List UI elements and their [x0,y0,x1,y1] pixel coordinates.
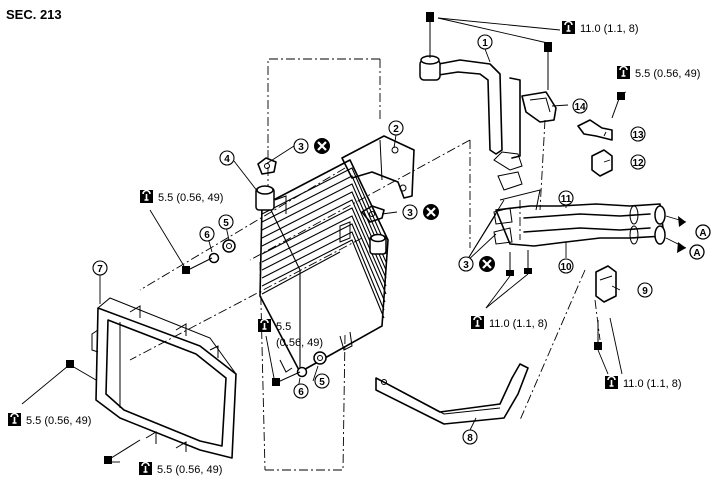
oil-cooler-frame [91,297,237,459]
callout-8: 8 [467,433,473,444]
callout-7: 7 [97,264,103,275]
torque-right-upper: 5.5 (0.56, 49) [635,68,700,80]
torque-wrench-icon [138,461,153,476]
callout-4: 4 [224,154,230,165]
callout-3-top: 3 [298,142,304,153]
mount-upper-left [182,239,236,274]
torque-mid-line2: (0.56, 49) [276,337,323,349]
callout-14: 14 [574,102,586,113]
tube-clamp-14 [521,42,557,123]
callout-6-upper: 6 [204,230,210,241]
torque-bottom: 5.5 (0.56, 49) [157,464,222,476]
connector-a-upper-label: A [699,228,706,239]
torque-specs: 11.0 (1.1, 8) 5.5 (0.56, 49) 5.5 (0.56, … [7,20,700,476]
bolt-right-upper [611,92,625,119]
callout-9: 9 [642,286,648,297]
do-not-reuse-icon [477,254,497,274]
torque-left-lower: 5.5 (0.56, 49) [26,415,91,427]
callout-13: 13 [632,130,644,141]
callout-5-upper: 5 [223,218,229,229]
torque-wrench-icon [616,65,631,80]
callout-11: 11 [561,194,572,205]
do-not-reuse-icon [312,136,332,156]
leader-lines [21,17,627,463]
alignment-lines [129,58,601,471]
torque-left-upper: 5.5 (0.56, 49) [158,192,223,204]
tube-bracket-9 [594,265,617,350]
torque-wrench-icon [604,375,619,390]
gasket-top [257,157,277,175]
callout-5-lower: 5 [319,377,325,388]
torque-wrench-icon [470,315,485,330]
callout-3-center: 3 [407,208,413,219]
oil-cooler-tube-upper [419,12,521,159]
callout-3-right: 3 [463,260,469,271]
torque-top: 11.0 (1.1, 8) [580,23,639,35]
callout-12: 12 [632,158,644,169]
torque-wrench-icon [139,189,154,204]
connector-a-upper-icon [695,224,711,240]
mount-lower-mid [272,351,327,386]
tube-clip-13 [577,119,613,141]
frame-bolts [66,360,141,464]
callout-10: 10 [560,262,572,273]
part-callouts: 1 2 3 3 3 4 5 5 6 6 7 8 9 10 11 12 13 [92,34,653,445]
bolts-mid [506,250,532,276]
callout-1: 1 [482,38,488,49]
section-label: SEC. 213 [6,7,62,22]
callout-6-lower: 6 [298,387,304,398]
lower-bracket-8 [375,363,529,425]
connector-a-lower-icon [689,244,705,260]
torque-wrench-icon [257,318,272,333]
torque-mid-line1: 5.5 [276,321,291,333]
oil-cooler-tube-lower [493,151,666,247]
callout-2: 2 [393,124,399,135]
tube-clamp-12 [591,149,613,177]
torque-mid-right: 11.0 (1.1, 8) [489,318,548,330]
connector-a-lower-label: A [693,248,700,259]
flow-arrows: A A [665,215,711,260]
cooler-bracket [341,135,415,199]
torque-wrench-icon [7,412,22,427]
torque-wrench-icon [561,20,576,35]
torque-bottom-right: 11.0 (1.1, 8) [623,378,682,390]
do-not-reuse-icon [421,202,441,222]
